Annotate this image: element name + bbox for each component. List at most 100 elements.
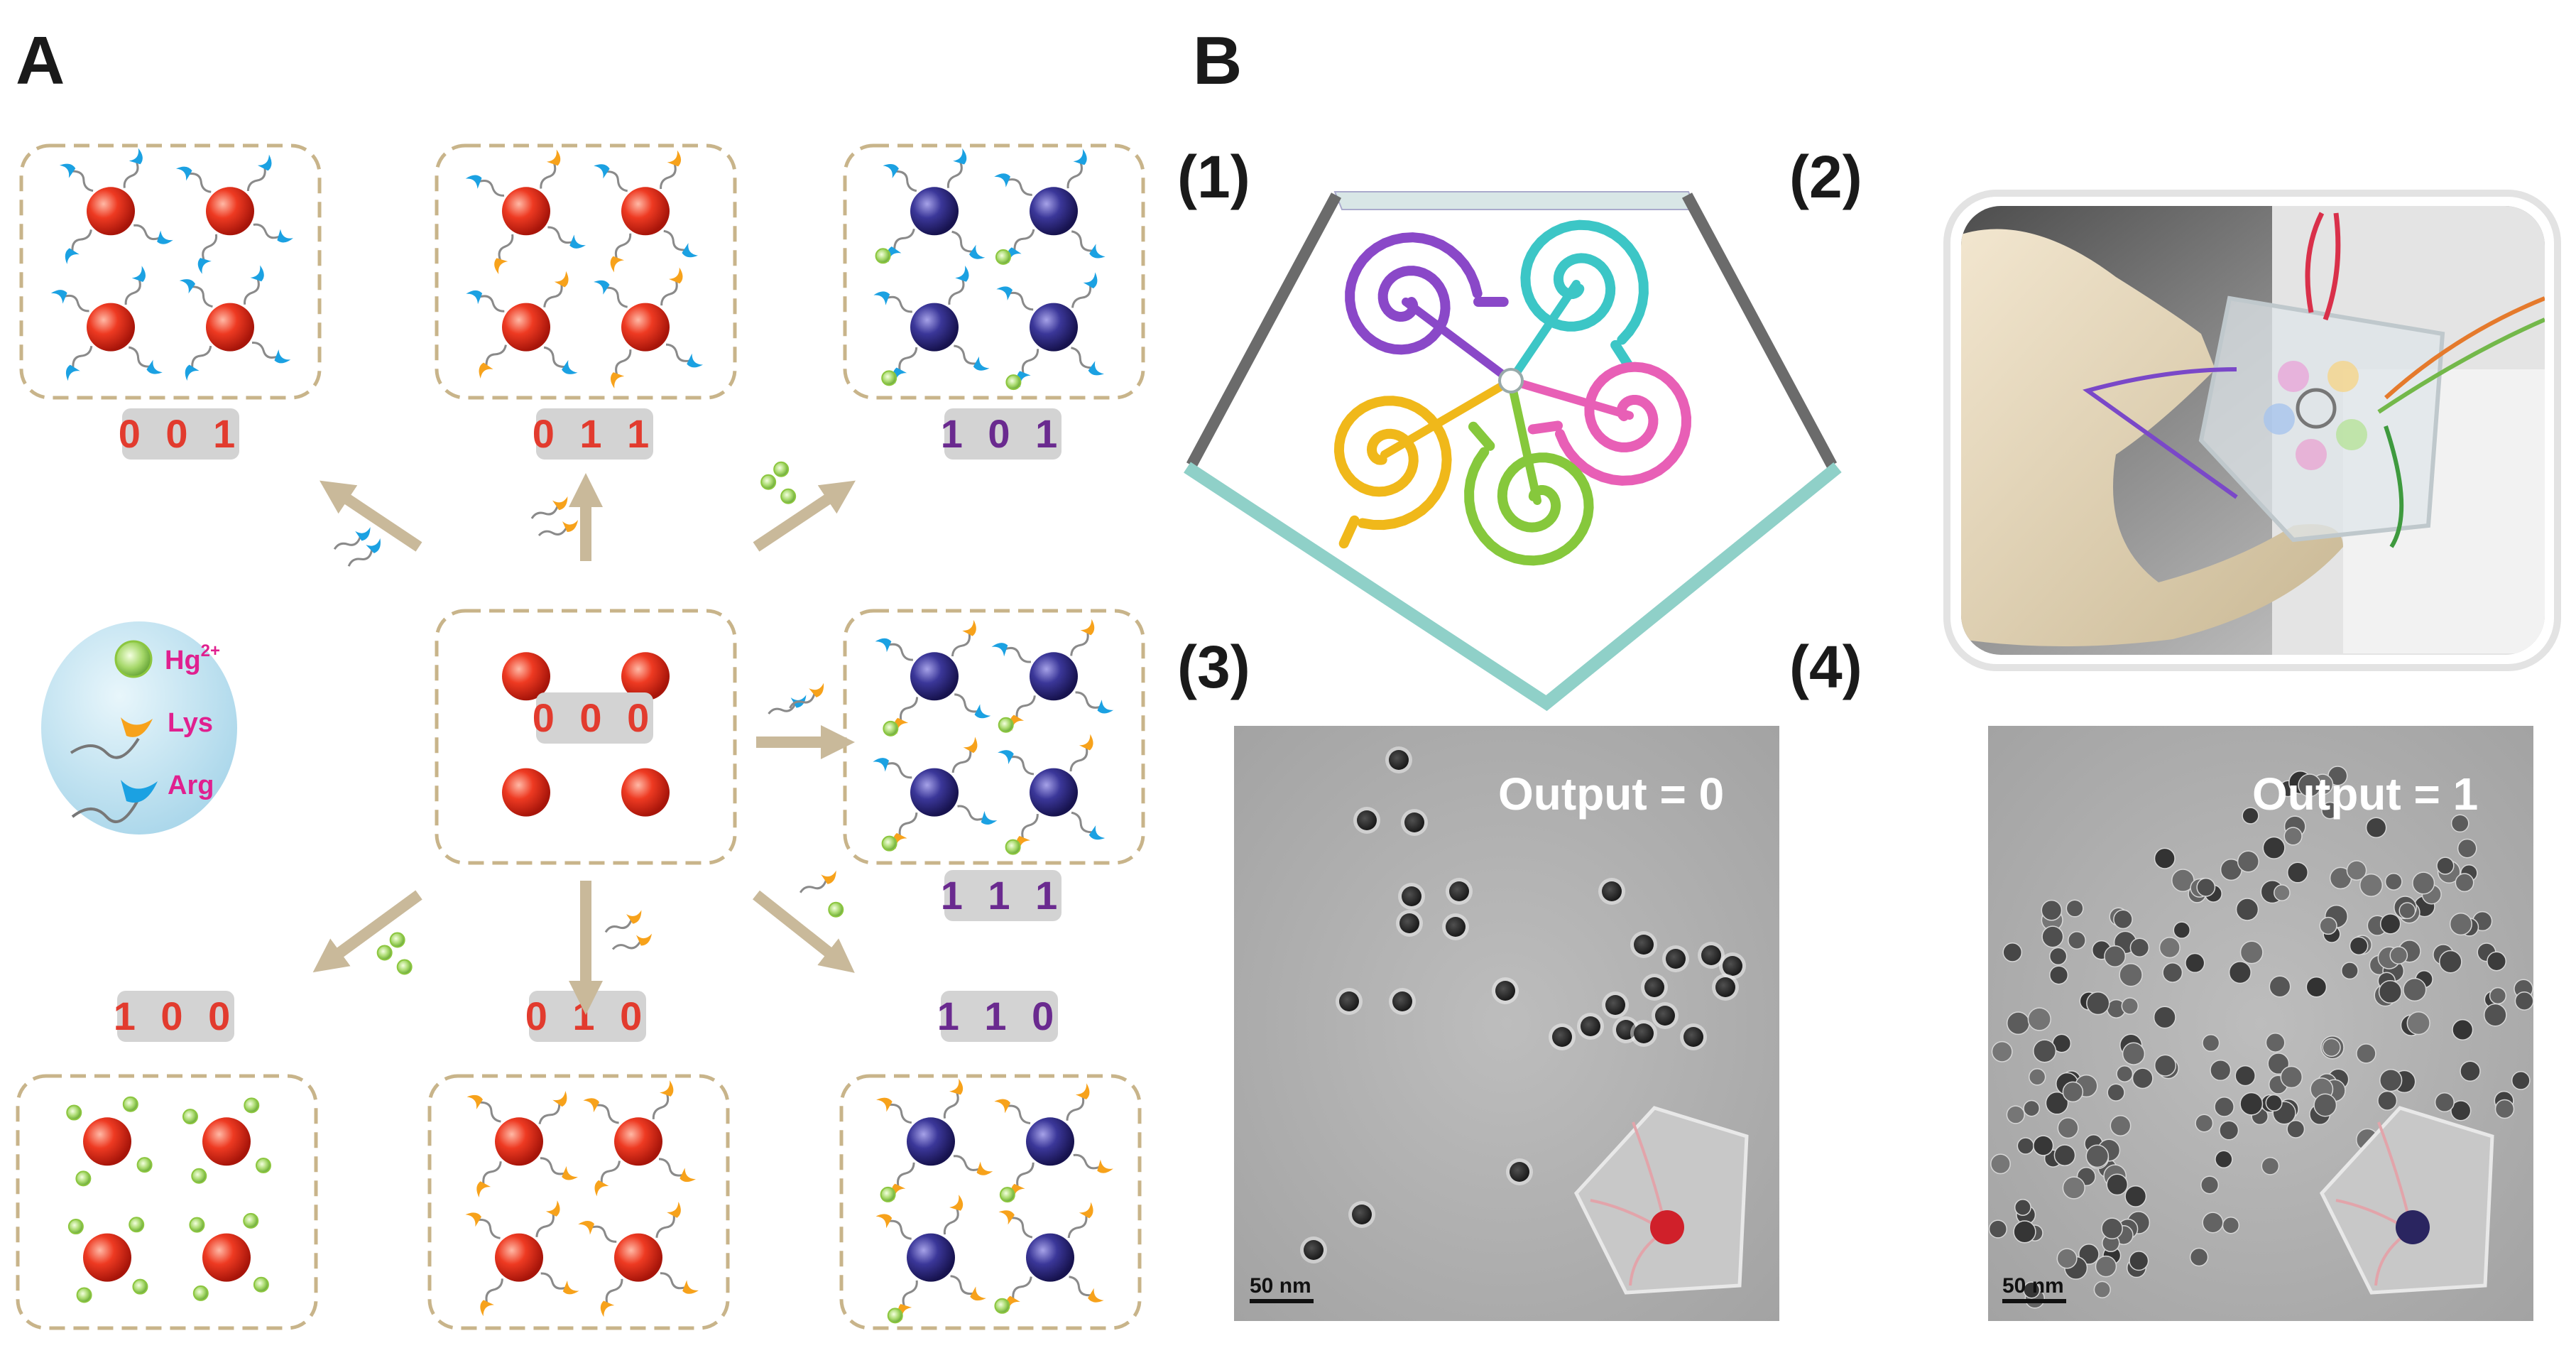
tem-nanoparticle: [1492, 977, 1519, 1004]
tem-aggregate-particle: [2202, 1033, 2220, 1053]
tem-aggregate-particle: [2062, 1081, 2084, 1103]
output-1-label: Output = 1: [2252, 768, 2478, 820]
tem-aggregate-particle: [2262, 836, 2286, 859]
tem-aggregate-particle: [1991, 1040, 2013, 1062]
state-code-text: 0 1 0: [525, 994, 650, 1038]
tem-nanoparticle: [1396, 910, 1423, 937]
tem-aggregate-particle: [2242, 807, 2259, 825]
tem-aggregate-particle: [2280, 1065, 2303, 1089]
tem-aggregate-particle: [2195, 1114, 2214, 1133]
tem-aggregate-particle: [2053, 1144, 2076, 1166]
tem-aggregate-particle: [2239, 1092, 2264, 1116]
tem-aggregate-particle: [2104, 945, 2127, 967]
nanoparticle: [502, 303, 550, 352]
svg-text:Hg2+: Hg2+: [165, 641, 220, 675]
state-code-111: 1 1 1: [941, 870, 1065, 921]
transition-arrow: [320, 480, 422, 567]
state-code-text: 1 1 1: [941, 873, 1065, 918]
tem-nanoparticle: [1353, 807, 1380, 834]
tem-aggregate-particle: [2121, 997, 2139, 1015]
state-code-010: 0 1 0: [525, 991, 650, 1042]
tem-aggregate-particle: [2460, 1060, 2481, 1082]
tem-aggregate-particle: [2228, 961, 2252, 984]
tem-nanoparticle: [1348, 1201, 1375, 1228]
tem-nanoparticle: [1652, 1002, 1679, 1029]
nanoparticle: [502, 187, 550, 236]
tem-aggregate-particle: [1990, 1153, 2011, 1175]
tem-nanoparticle: [1577, 1013, 1604, 1040]
tem-aggregate-particle: [1988, 1219, 2008, 1239]
tem-aggregate-particle: [2265, 1033, 2286, 1053]
tem-aggregate-particle: [2455, 873, 2474, 893]
transition-arrow: [312, 890, 422, 975]
tem-nanoparticle: [1598, 878, 1625, 905]
tem-aggregate-particle: [2379, 913, 2401, 935]
tem-nanoparticle: [1630, 931, 1657, 958]
nanoparticle: [502, 768, 550, 817]
legend-hg-label: Hg: [165, 646, 201, 675]
tem-aggregate-particle: [2434, 1092, 2455, 1113]
tem-aggregate-particle: [2013, 1220, 2036, 1244]
tem-aggregate-particle: [2286, 861, 2309, 884]
state-code-text: 1 0 0: [114, 994, 238, 1038]
tem-nanoparticle: [1300, 1236, 1327, 1263]
tem-nanoparticle: [1336, 988, 1363, 1015]
tem-aggregate-particle: [2406, 1011, 2430, 1036]
state-code-text: 0 1 1: [533, 411, 657, 456]
tem-aggregate-particle: [2041, 925, 2064, 948]
tem-aggregate-particle: [2283, 827, 2303, 846]
device-photo: [1943, 190, 2561, 671]
sub-label-3: (3): [1177, 634, 1250, 700]
panel-a-label: A: [16, 23, 65, 99]
legend: Hg2+ Lys Arg: [41, 621, 237, 835]
nanoparticle: [910, 303, 959, 352]
tem-nanoparticle: [1401, 809, 1428, 836]
spiral-channel: [1333, 376, 1515, 549]
chip-schematic: [1184, 191, 1842, 712]
tem-aggregate-particle: [2095, 1255, 2117, 1278]
spiral-channel: [1507, 362, 1692, 486]
tem-aggregate-particle: [2452, 1018, 2474, 1040]
sub-label-1: (1): [1177, 143, 1250, 210]
tem-aggregate-particle: [2457, 838, 2477, 859]
tem-aggregate-particle: [2159, 937, 2181, 959]
state-box-100: 1 0 0: [16, 991, 318, 1330]
tem-aggregate-particle: [2346, 860, 2367, 881]
tem-nanoparticle: [1385, 746, 1412, 773]
tem-aggregate-particle: [2129, 937, 2150, 957]
tem-aggregate-particle: [2116, 1065, 2134, 1082]
tem-aggregate-particle: [2265, 1094, 2283, 1111]
sub-label-2: (2): [1789, 143, 1862, 210]
nanoparticle: [907, 1233, 955, 1282]
tem-nanoparticle: [1630, 1020, 1657, 1047]
photo-chip: [2198, 295, 2445, 543]
inset-chip-red: [1573, 1106, 1749, 1295]
tem-aggregate-particle: [2313, 1093, 2337, 1117]
tem-aggregate-particle: [2124, 1185, 2147, 1207]
tem-aggregate-particle: [2286, 1119, 2305, 1138]
tem-aggregate-particle: [2110, 1115, 2132, 1136]
nanoparticle: [495, 1233, 543, 1282]
tem-image-output-0: Output = 0 50 nm: [1234, 726, 1779, 1321]
spiral-channel: [1464, 376, 1594, 566]
nanoparticle: [910, 652, 959, 701]
tem-aggregate-particle: [2078, 1244, 2100, 1265]
nanoparticle: [621, 768, 670, 817]
tem-aggregate-particle: [2154, 1054, 2177, 1077]
tem-aggregate-particle: [2403, 977, 2427, 1002]
tem-aggregate-particle: [2514, 991, 2534, 1011]
tem-aggregate-particle: [2023, 1099, 2041, 1117]
tem-aggregate-particle: [2033, 1135, 2054, 1156]
transition-arrow: [569, 881, 653, 1015]
transition-arrow: [753, 461, 856, 552]
nanoparticle: [202, 1233, 251, 1282]
output-0-label: Output = 0: [1498, 768, 1724, 820]
nanoparticle: [621, 303, 670, 352]
tem-nanoparticle: [1698, 942, 1725, 969]
tem-image-output-1: Output = 1 50 nm: [1988, 726, 2534, 1321]
tem-aggregate-particle: [2398, 902, 2416, 920]
tem-aggregate-particle: [2002, 942, 2023, 962]
tem-aggregate-particle: [2438, 950, 2462, 974]
